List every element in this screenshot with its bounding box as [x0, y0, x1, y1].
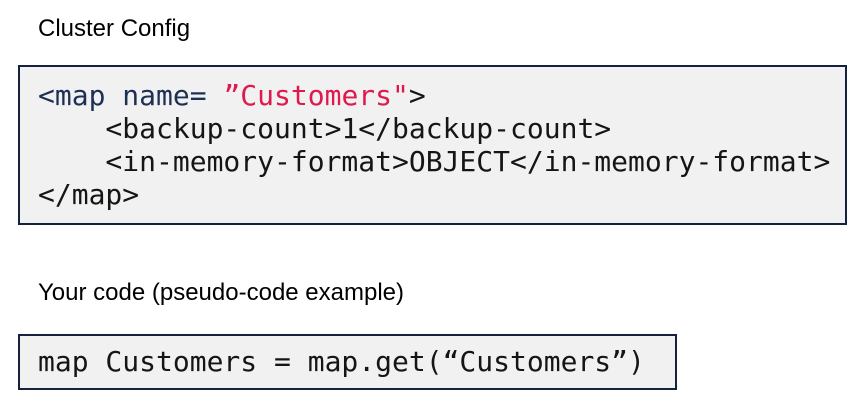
- xml-code-line-backup-count: <backup-count>1</backup-count>: [38, 112, 612, 145]
- pseudo-code-block: map Customers = map.get(“Customers”): [18, 334, 677, 390]
- pseudo-code-line-map-get: map Customers = map.get(“Customers”): [38, 345, 645, 378]
- xml-tag-and-attr-name: <map name=: [38, 79, 224, 112]
- xml-code-line-map-open: <map name= ”Customers">: [38, 79, 837, 112]
- xml-attr-value-string: ”Customers": [223, 79, 409, 112]
- cluster-config-code-block: <map name= ”Customers"> <backup-count>1<…: [18, 65, 847, 225]
- cluster-config-heading: Cluster Config: [38, 15, 191, 42]
- your-code-heading: Your code (pseudo-code example): [38, 279, 405, 306]
- xml-code-line-map-close: </map>: [38, 178, 140, 211]
- xml-code-line-in-memory-format: <in-memory-format>OBJECT</in-memory-form…: [38, 145, 831, 178]
- xml-closing-bracket: >: [408, 79, 426, 112]
